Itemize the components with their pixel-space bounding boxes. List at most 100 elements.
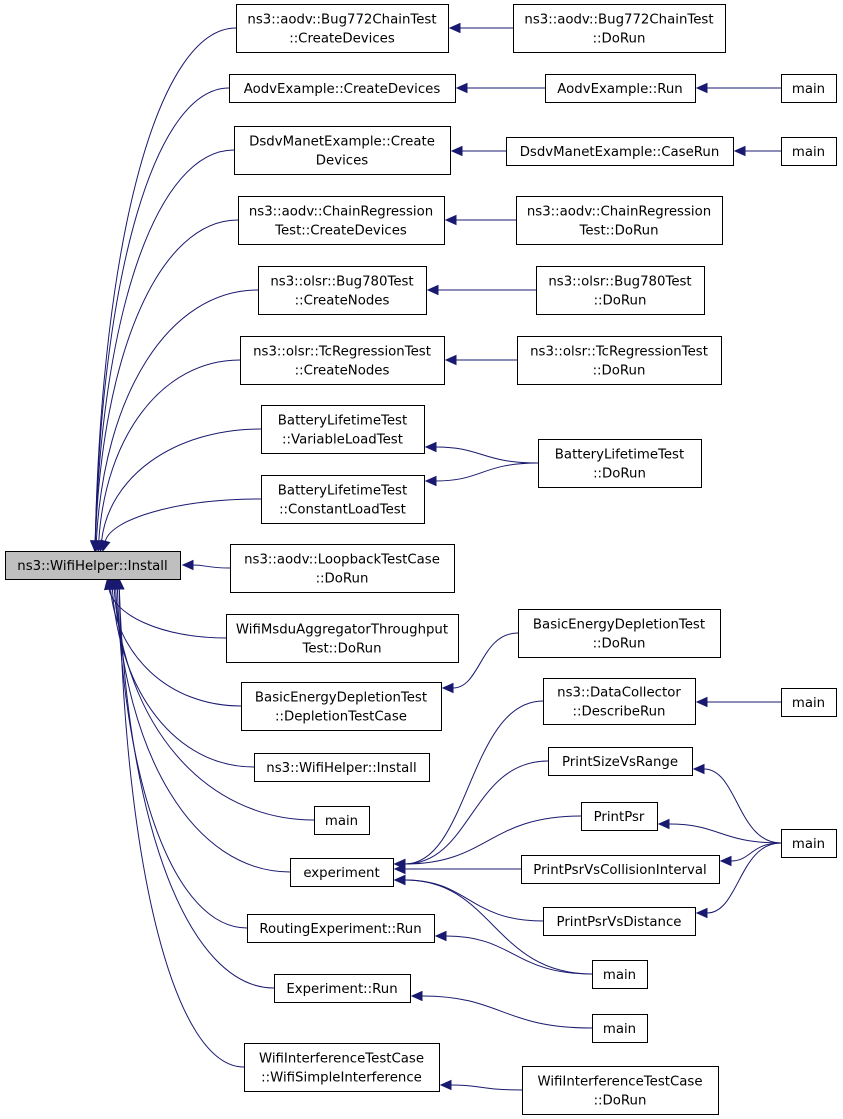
arrowhead-icon bbox=[100, 539, 111, 553]
node-box[interactable] bbox=[234, 126, 451, 175]
edge-n13a-to-root bbox=[107, 577, 255, 768]
node-box[interactable] bbox=[241, 682, 442, 731]
graph-node[interactable]: BatteryLifetimeTest::ConstantLoadTest bbox=[261, 475, 425, 524]
node-label: BatteryLifetimeTest bbox=[278, 414, 407, 429]
graph-node[interactable]: ns3::DataCollector::DescribeRun bbox=[543, 678, 696, 725]
graph-node[interactable]: ns3::olsr::TcRegressionTest::CreateNodes bbox=[240, 336, 445, 385]
graph-node[interactable]: main bbox=[781, 137, 837, 166]
graph-node[interactable]: ns3::WifiHelper::Install bbox=[254, 753, 430, 782]
node-box[interactable] bbox=[516, 196, 723, 245]
graph-node[interactable]: main bbox=[592, 1014, 648, 1043]
node-box[interactable] bbox=[781, 137, 837, 166]
node-box[interactable] bbox=[229, 74, 456, 103]
graph-node[interactable]: experiment bbox=[290, 858, 394, 887]
arrowhead-icon bbox=[424, 441, 437, 453]
graph-node[interactable]: main bbox=[781, 829, 837, 858]
graph-node[interactable]: DsdvManetExample::CaseRun bbox=[506, 137, 734, 166]
graph-node[interactable]: PrintPsrVsCollisionInterval bbox=[521, 855, 720, 884]
arrowhead-icon bbox=[426, 284, 439, 296]
node-box[interactable] bbox=[226, 614, 459, 663]
node-label: AodvExample::CreateDevices bbox=[244, 82, 441, 97]
node-box[interactable] bbox=[274, 974, 411, 1003]
node-box[interactable] bbox=[290, 858, 394, 887]
node-label: ns3::aodv::ChainRegression bbox=[527, 205, 711, 220]
node-box[interactable] bbox=[781, 829, 837, 858]
node-box[interactable] bbox=[522, 1066, 719, 1115]
graph-node[interactable]: main bbox=[781, 74, 837, 103]
node-box[interactable] bbox=[545, 74, 696, 103]
node-box[interactable] bbox=[261, 475, 425, 524]
edge-n20b-to-n20a bbox=[439, 1079, 523, 1091]
node-box[interactable] bbox=[236, 4, 449, 53]
graph-node[interactable]: PrintPsr bbox=[581, 802, 658, 831]
node-box[interactable] bbox=[5, 551, 181, 580]
node-box[interactable] bbox=[581, 802, 658, 831]
node-box[interactable] bbox=[513, 4, 726, 53]
graph-node[interactable]: AodvExample::CreateDevices bbox=[229, 74, 456, 103]
node-box[interactable] bbox=[238, 196, 445, 245]
node-label: ns3::olsr::Bug780Test bbox=[270, 275, 413, 290]
graph-node[interactable]: main bbox=[592, 960, 648, 989]
graph-node[interactable]: DsdvManetExample::CreateDevices bbox=[234, 126, 451, 175]
graph-node[interactable]: ns3::aodv::Bug772ChainTest::DoRun bbox=[513, 4, 726, 53]
graph-node[interactable]: ns3::olsr::TcRegressionTest::DoRun bbox=[517, 336, 722, 385]
node-box[interactable] bbox=[548, 747, 693, 776]
node-box[interactable] bbox=[254, 753, 430, 782]
node-box[interactable] bbox=[230, 544, 455, 593]
node-box[interactable] bbox=[314, 806, 370, 835]
node-box[interactable] bbox=[536, 266, 705, 315]
graph-node[interactable]: ns3::aodv::ChainRegressionTest::CreateDe… bbox=[238, 196, 445, 245]
node-box[interactable] bbox=[518, 609, 721, 658]
node-box[interactable] bbox=[592, 1014, 648, 1043]
node-box[interactable] bbox=[261, 405, 425, 454]
node-box[interactable] bbox=[538, 439, 702, 488]
node-box[interactable] bbox=[543, 907, 696, 936]
graph-node[interactable]: BasicEnergyDepletionTest::DepletionTestC… bbox=[241, 682, 442, 731]
node-label: Experiment::Run bbox=[286, 982, 397, 997]
graph-node[interactable]: ns3::aodv::LoopbackTestCase::DoRun bbox=[230, 544, 455, 593]
node-box[interactable] bbox=[517, 336, 722, 385]
node-box[interactable] bbox=[521, 855, 720, 884]
node-box[interactable] bbox=[543, 678, 696, 725]
arrowhead-icon bbox=[444, 214, 457, 226]
graph-node[interactable]: BatteryLifetimeTest::DoRun bbox=[538, 439, 702, 488]
graph-node[interactable]: BatteryLifetimeTest::VariableLoadTest bbox=[261, 405, 425, 454]
root-node[interactable]: ns3::WifiHelper::Install bbox=[5, 551, 181, 580]
node-box[interactable] bbox=[506, 137, 734, 166]
arrowhead-icon bbox=[695, 907, 708, 919]
node-label: ::DepletionTestCase bbox=[275, 710, 407, 725]
graph-node[interactable]: main bbox=[781, 688, 837, 717]
graph-node[interactable]: ns3::olsr::Bug780Test::DoRun bbox=[536, 266, 705, 315]
graph-node[interactable]: Experiment::Run bbox=[274, 974, 411, 1003]
edge-n3c-to-n3b bbox=[733, 145, 781, 157]
graph-node[interactable]: ns3::olsr::Bug780Test::CreateNodes bbox=[258, 266, 427, 315]
node-box[interactable] bbox=[781, 74, 837, 103]
node-box[interactable] bbox=[244, 1043, 440, 1092]
graph-node[interactable]: WifiInterferenceTestCase::DoRun bbox=[522, 1066, 719, 1115]
node-box[interactable] bbox=[592, 960, 648, 989]
edge-n15c-to-n17b bbox=[695, 842, 782, 919]
edge-n16b-to-n16a bbox=[393, 863, 521, 875]
graph-node[interactable]: BasicEnergyDepletionTest::DoRun bbox=[518, 609, 721, 658]
graph-node[interactable]: PrintPsrVsDistance bbox=[543, 907, 696, 936]
graph-node[interactable]: WifiInterferenceTestCase::WifiSimpleInte… bbox=[244, 1043, 440, 1092]
node-box[interactable] bbox=[240, 336, 445, 385]
node-box[interactable] bbox=[781, 688, 837, 717]
graph-node[interactable]: AodvExample::Run bbox=[545, 74, 696, 103]
node-label: ::CreateNodes bbox=[295, 294, 390, 309]
arrowhead-icon bbox=[455, 82, 468, 94]
graph-node[interactable]: PrintSizeVsRange bbox=[548, 747, 693, 776]
graph-node[interactable]: main bbox=[314, 806, 370, 835]
node-label: experiment bbox=[303, 866, 379, 881]
graph-node[interactable]: ns3::aodv::Bug772ChainTest::CreateDevice… bbox=[236, 4, 449, 53]
graph-node[interactable]: RoutingExperiment::Run bbox=[247, 914, 435, 943]
edge-line bbox=[118, 588, 245, 1068]
node-box[interactable] bbox=[247, 914, 435, 943]
edge-n1a-to-root bbox=[89, 27, 237, 553]
arrowhead-icon bbox=[424, 475, 437, 487]
node-box[interactable] bbox=[258, 266, 427, 315]
node-label: ::WifiSimpleInterference bbox=[261, 1071, 422, 1086]
